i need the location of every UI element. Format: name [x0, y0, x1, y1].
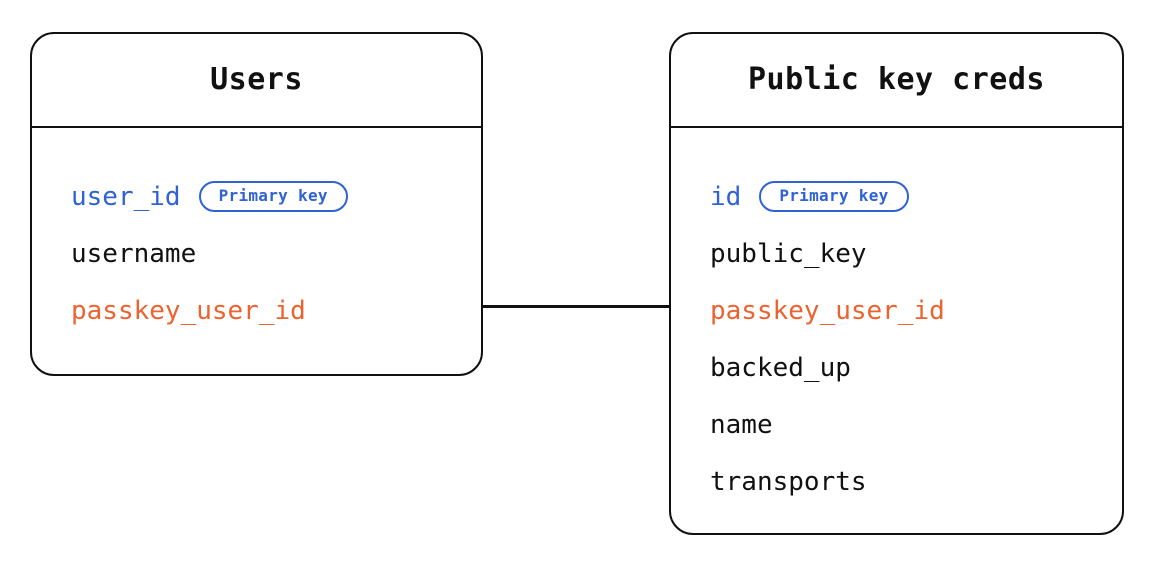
field-row-name[interactable]: name [710, 396, 1122, 453]
entity-public-key-creds-header: Public key creds [671, 34, 1122, 128]
field-row-backed-up[interactable]: backed_up [710, 339, 1122, 396]
entity-users-header: Users [32, 34, 481, 128]
field-row-passkey-user-id[interactable]: passkey_user_id [71, 282, 481, 339]
field-row-user-id[interactable]: user_id Primary key [71, 168, 481, 225]
primary-key-badge: Primary key [759, 181, 909, 212]
entity-users-field-list: user_id Primary key username passkey_use… [32, 128, 481, 374]
entity-users-title: Users [210, 62, 303, 97]
field-row-id[interactable]: id Primary key [710, 168, 1122, 225]
entity-public-key-creds[interactable]: Public key creds id Primary key public_k… [669, 32, 1124, 535]
field-row-passkey-user-id[interactable]: passkey_user_id [710, 282, 1122, 339]
field-name-username: username [71, 238, 197, 269]
primary-key-badge: Primary key [198, 181, 348, 212]
entity-public-key-creds-title: Public key creds [748, 62, 1045, 97]
field-row-transports[interactable]: transports [710, 453, 1122, 510]
field-name-transports: transports [710, 466, 867, 497]
field-name-id: id [710, 181, 742, 212]
field-name-passkey-user-id: passkey_user_id [710, 295, 945, 326]
field-name-backed-up: backed_up [710, 352, 851, 383]
field-name-user-id: user_id [71, 181, 181, 212]
field-row-public-key[interactable]: public_key [710, 225, 1122, 282]
entity-users[interactable]: Users user_id Primary key username passk… [30, 32, 483, 376]
relationship-connector-users-public-key-creds [481, 305, 671, 308]
field-name-name: name [710, 409, 773, 440]
field-row-username[interactable]: username [71, 225, 481, 282]
field-name-passkey-user-id: passkey_user_id [71, 295, 306, 326]
entity-public-key-creds-field-list: id Primary key public_key passkey_user_i… [671, 128, 1122, 533]
field-name-public-key: public_key [710, 238, 867, 269]
